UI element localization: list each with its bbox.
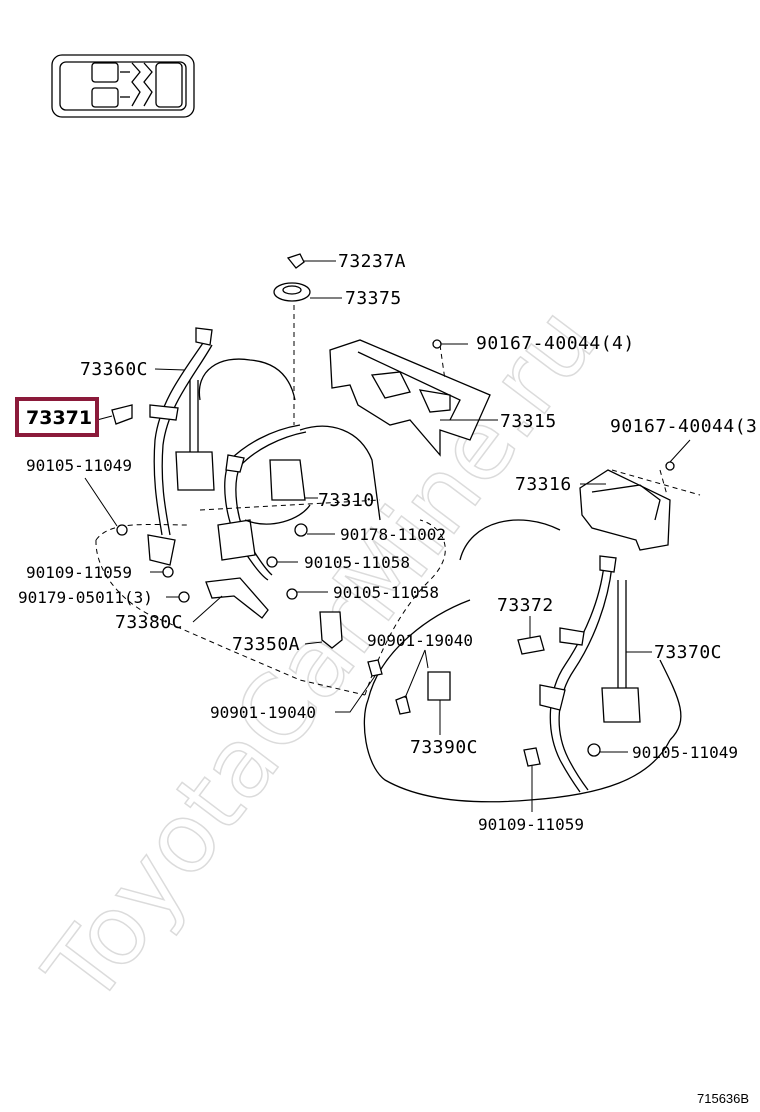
label-73372[interactable]: 73372: [497, 595, 554, 616]
part-73380c-buckle: [192, 577, 269, 623]
figure-id: 715636B: [697, 1091, 749, 1106]
part-73360c-belt: [147, 327, 215, 566]
label-90105-11049-left[interactable]: 90105-11049: [26, 456, 132, 475]
bolt-90105-11049-right-icon: [587, 743, 628, 757]
nut-90178-icon: [294, 523, 335, 537]
label-73316[interactable]: 73316: [515, 474, 572, 495]
label-90179-05011-3[interactable]: 90179-05011(3): [18, 588, 153, 607]
part-73375-cover: [273, 282, 342, 425]
label-73371[interactable]: 73371: [26, 407, 92, 429]
label-73310[interactable]: 73310: [318, 490, 375, 511]
label-73360c[interactable]: 73360C: [80, 359, 148, 380]
label-73350a[interactable]: 73350A: [232, 634, 300, 655]
part-73315-tray: [329, 339, 498, 457]
bolt-90105-11049-left-icon: [84, 477, 128, 536]
label-73375[interactable]: 73375: [345, 288, 402, 309]
label-90901-19040-left[interactable]: 90901-19040: [210, 703, 316, 722]
label-73370c[interactable]: 73370C: [654, 642, 722, 663]
vehicle-top-view-icon: [51, 54, 195, 118]
label-73315[interactable]: 73315: [500, 411, 557, 432]
part-73370c-belt: [539, 555, 652, 793]
label-90109-11059-right[interactable]: 90109-11059: [478, 815, 584, 834]
part-90901-right-icon: [395, 649, 429, 715]
watermark: ToyotaCarMine.ru: [23, 287, 618, 1025]
bolt-90109-right-icon: [523, 747, 541, 812]
label-90109-11059-left[interactable]: 90109-11059: [26, 563, 132, 582]
label-90167-40044-3[interactable]: 90167-40044(3): [610, 416, 760, 437]
left-seat-outline: [95, 358, 446, 696]
bolt-90167-left-icon: [432, 339, 468, 349]
part-73237a-clip: [286, 253, 336, 269]
part-73316-tray: [579, 469, 701, 551]
label-73237a[interactable]: 73237A: [338, 251, 406, 272]
bolt-90105-11058-a-icon: [266, 556, 298, 568]
label-90901-19040-right[interactable]: 90901-19040: [367, 631, 473, 650]
label-73380c[interactable]: 73380C: [115, 612, 183, 633]
label-90105-11049-right[interactable]: 90105-11049: [632, 743, 738, 762]
label-90178-11002[interactable]: 90178-11002: [340, 525, 446, 544]
bolt-90105-11058-b-icon: [286, 588, 328, 600]
part-73390c-buckle: [427, 671, 451, 735]
part-73350a-buckle: [304, 611, 343, 649]
label-73390c[interactable]: 73390C: [410, 737, 478, 758]
part-73372-guide: [517, 616, 545, 655]
part-73371-guide: [96, 404, 133, 425]
nut-90179-icon: [166, 591, 190, 603]
label-90167-40044-4[interactable]: 90167-40044(4): [476, 333, 635, 354]
part-90901-left-icon: [335, 659, 383, 713]
label-90105-11058-b[interactable]: 90105-11058: [333, 583, 439, 602]
label-90105-11058-a[interactable]: 90105-11058: [304, 553, 410, 572]
bolt-90109-left-icon: [150, 566, 174, 578]
bolt-90167-right-icon: [665, 439, 691, 471]
part-73310-retractor: [217, 424, 318, 581]
right-seat-outline: [363, 519, 682, 803]
highlight-box-73371: [15, 397, 99, 437]
